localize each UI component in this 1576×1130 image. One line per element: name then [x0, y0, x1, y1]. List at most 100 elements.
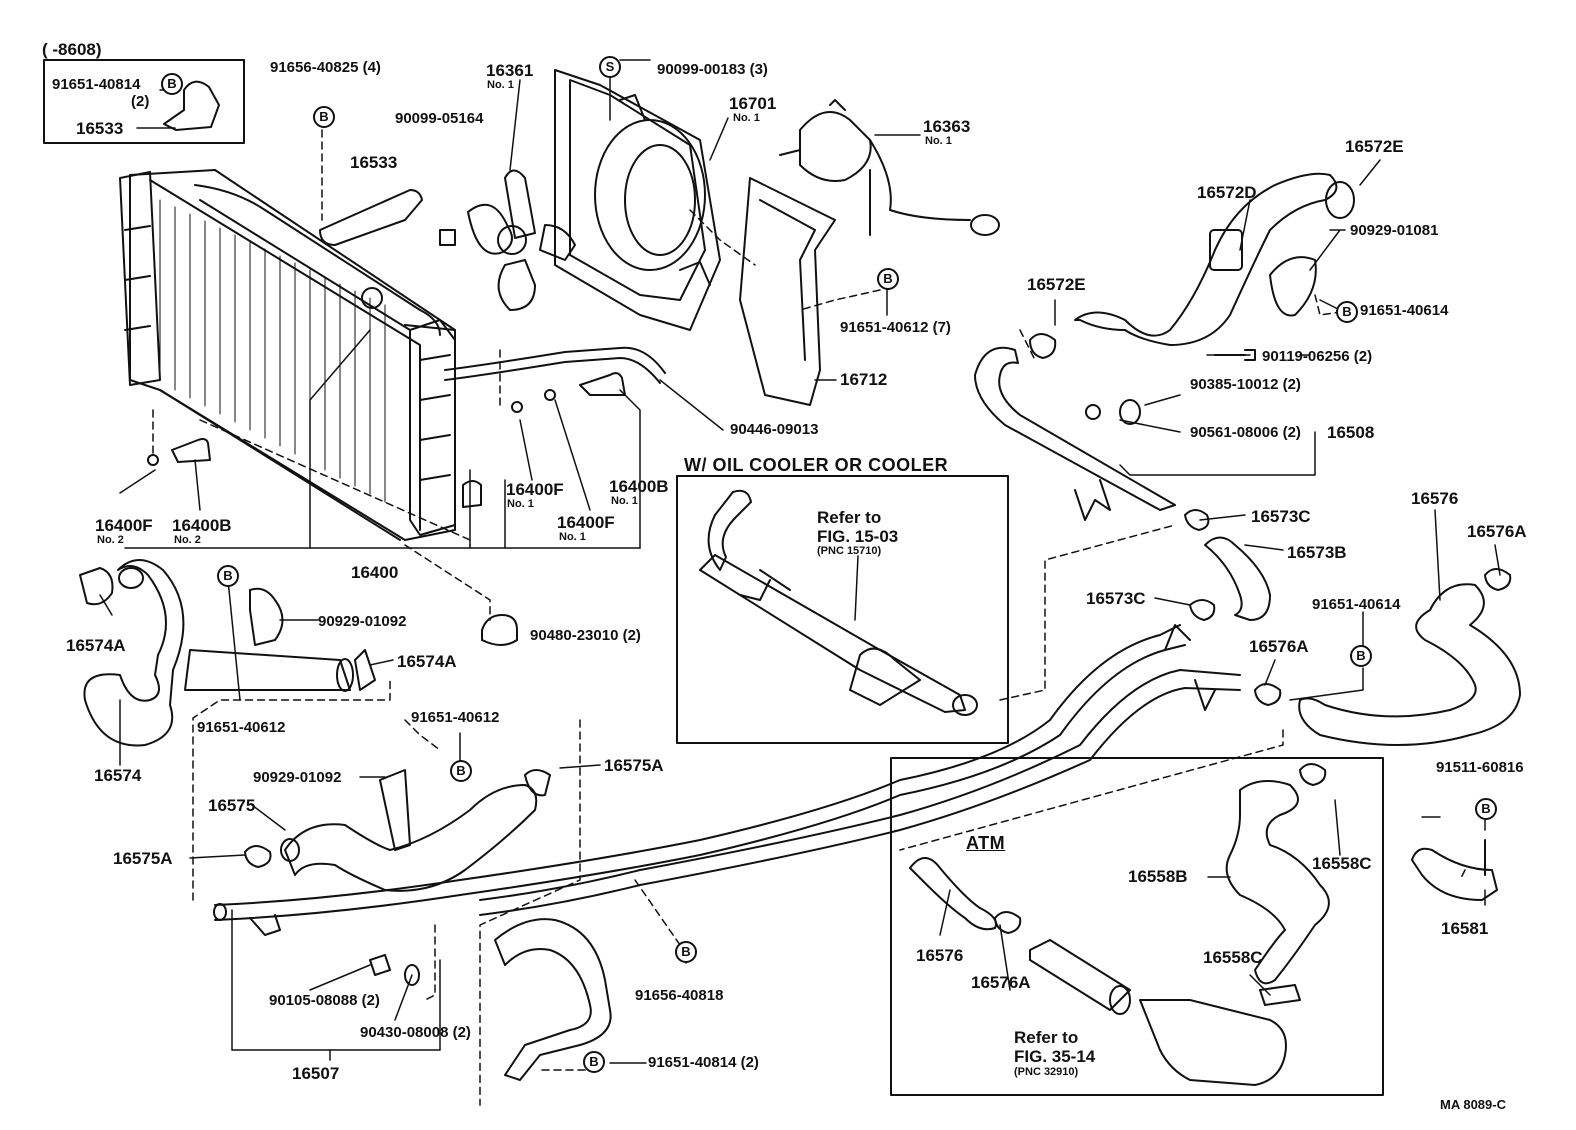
bolt-90099 — [439, 229, 456, 246]
atm-fig: FIG. 35-14 — [1014, 1047, 1096, 1066]
b-symbol-91651-40814-b: B — [583, 1051, 605, 1073]
hose-16573b — [1184, 509, 1271, 621]
label-16400f-b: 16400F — [557, 513, 615, 532]
label-16400b-c-no: No. 2 — [174, 534, 201, 546]
label-16400b-a: 16400B — [609, 477, 669, 496]
hose-16576-right — [1254, 568, 1521, 746]
cooling-fan — [467, 169, 576, 311]
label-16533: 16533 — [350, 153, 398, 172]
label-90561-08006: 90561-08006 (2) — [1190, 424, 1301, 441]
label-91651-40814-inset-qty: (2) — [131, 93, 150, 110]
label-91651-40614-mid: 91651-40614 — [1312, 596, 1401, 613]
oil-cooler-refer-to: Refer to — [817, 508, 882, 527]
label-16400: 16400 — [351, 563, 399, 582]
bracket-16581 — [1411, 847, 1498, 901]
b-symbol-91651-40614-r: B — [1336, 301, 1358, 323]
b-symbol-91656-40825: B — [313, 106, 335, 128]
label-16558b: 16558B — [1128, 867, 1188, 886]
label-16400f-c-no: No. 2 — [97, 534, 124, 546]
grommet-90480 — [481, 614, 518, 646]
label-90385-10012: 90385-10012 (2) — [1190, 376, 1301, 393]
label-90929-01092-a: 90929-01092 — [318, 613, 407, 630]
label-16573c-b: 16573C — [1086, 589, 1146, 608]
label-16572e-top: 16572E — [1345, 137, 1404, 156]
oil-cooler-box — [676, 475, 1009, 744]
bolt-90119 — [1214, 349, 1256, 361]
label-16361: 16361 — [486, 61, 534, 80]
label-16363: 16363 — [923, 117, 971, 136]
label-91651-40814-inset: 91651-40814 — [52, 76, 141, 93]
label-16400f-c: 16400F — [95, 516, 153, 535]
label-8608: ( -8608) — [42, 40, 102, 59]
b-symbol-91511-60816: B — [1475, 798, 1497, 820]
lower-pipe — [494, 918, 612, 1081]
label-16573c-a: 16573C — [1251, 507, 1311, 526]
oil-cooler-fig: FIG. 15-03 — [817, 527, 899, 546]
inset-box-8608 — [43, 59, 245, 144]
hose-16572d — [1029, 172, 1355, 359]
label-91651-40612-7: 91651-40612 (7) — [840, 319, 951, 336]
label-16701-no: No. 1 — [733, 112, 760, 124]
label-16363-no: No. 1 — [925, 135, 952, 147]
s-symbol-90099-00183: S — [599, 56, 621, 78]
oil-cooler-title: W/ OIL COOLER OR COOLER — [684, 455, 949, 475]
label-16576a-atm: 16576A — [971, 973, 1031, 992]
atm-refer-to: Refer to — [1014, 1028, 1079, 1047]
switch-16400b-b — [171, 438, 211, 463]
label-16576-atm: 16576 — [916, 946, 964, 965]
fan-motor — [779, 99, 1000, 236]
label-16574a-right: 16574A — [397, 652, 457, 671]
washer-90430 — [404, 964, 420, 986]
label-16572e-left: 16572E — [1027, 275, 1086, 294]
label-90119-06256: 90119-06256 (2) — [1262, 348, 1373, 365]
label-16508: 16508 — [1327, 423, 1375, 442]
pipe-16507 — [213, 624, 1241, 936]
label-16574a-left: 16574A — [66, 636, 126, 655]
label-90480-23010: 90480-23010 (2) — [530, 627, 641, 644]
label-16712: 16712 — [840, 370, 888, 389]
leader-lines — [99, 59, 1501, 1064]
oil-cooler-pnc: (PNC 15710) — [817, 545, 882, 557]
b-symbol-91656-40818: B — [675, 941, 697, 963]
label-91651-40814-bottom: 91651-40814 (2) — [648, 1054, 759, 1071]
overflow-tube — [444, 346, 666, 384]
label-90430-08008: 90430-08008 (2) — [360, 1024, 471, 1041]
label-16581: 16581 — [1441, 919, 1489, 938]
atm-pnc: (PNC 32910) — [1014, 1066, 1079, 1078]
label-16400f-a-no: No. 1 — [507, 498, 534, 510]
label-16575a-right: 16575A — [604, 756, 664, 775]
shroud-panel — [739, 177, 836, 406]
label-90446-09013: 90446-09013 — [730, 421, 819, 438]
label-16576a-right: 16576A — [1467, 522, 1527, 541]
label-drawing-code: MA 8089-C — [1440, 1097, 1506, 1112]
gasket-c — [147, 454, 159, 466]
label-16361-no: No. 1 — [487, 79, 514, 91]
label-16573b: 16573B — [1287, 543, 1347, 562]
b-symbol-91651-40612-7: B — [877, 268, 899, 290]
label-91651-40612-a: 91651-40612 — [197, 719, 286, 736]
switch-16400b-a — [579, 372, 626, 396]
label-16574: 16574 — [94, 766, 142, 785]
hose-16575 — [244, 769, 551, 892]
b-symbol-91651-40614-m: B — [1350, 645, 1372, 667]
nut-90561 — [1085, 404, 1101, 420]
label-91651-40612-b: 91651-40612 — [411, 709, 500, 726]
label-90099-05164: 90099-05164 — [395, 110, 484, 127]
bracket-16533 — [319, 189, 423, 246]
hose-16574 — [79, 559, 376, 747]
gasket-b — [544, 389, 556, 401]
label-90099-00183: 90099-00183 (3) — [657, 61, 768, 78]
b-symbol-91651-40612-a: B — [217, 565, 239, 587]
fan-shroud — [554, 69, 721, 331]
atm-box — [890, 757, 1384, 1096]
atm-title: ATM — [966, 833, 1006, 853]
bolt-90105 — [369, 954, 391, 976]
label-16400b-c: 16400B — [172, 516, 232, 535]
label-16558c-b: 16558C — [1203, 948, 1263, 967]
gasket-a — [511, 401, 523, 413]
label-16576a-mid: 16576A — [1249, 637, 1309, 656]
radiator — [119, 169, 482, 541]
label-16572d: 16572D — [1197, 183, 1257, 202]
label-91651-40614-right: 91651-40614 — [1360, 302, 1449, 319]
